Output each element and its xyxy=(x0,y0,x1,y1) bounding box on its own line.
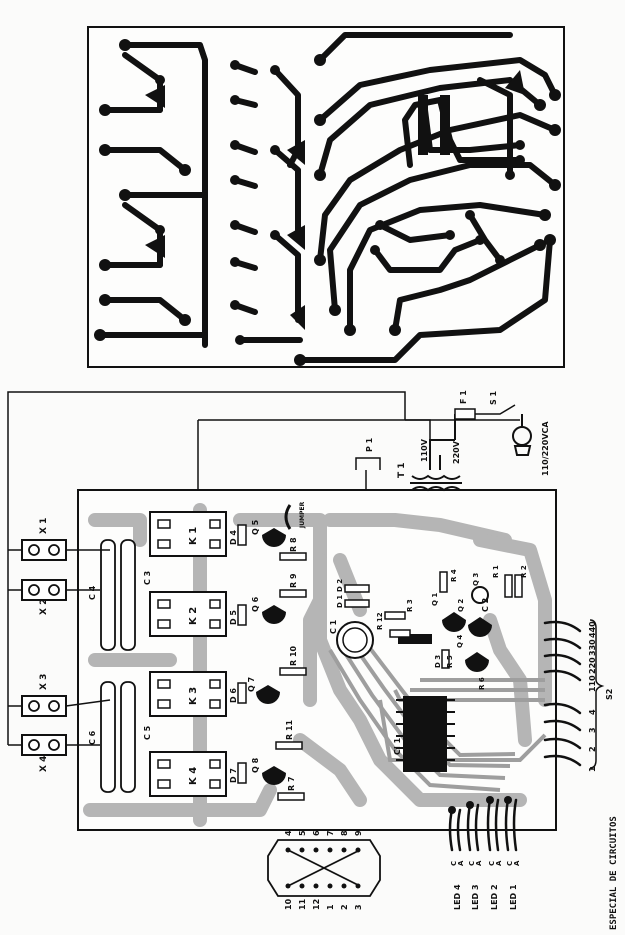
label-x2: X 2 xyxy=(39,599,49,615)
pin-12: 12 xyxy=(312,899,321,910)
input-3: 3 xyxy=(588,727,597,733)
label-r1: R 1 xyxy=(492,565,500,578)
label-f1: F 1 xyxy=(459,390,468,404)
label-d3: D 3 xyxy=(434,655,442,668)
label-r12: R 12 xyxy=(376,612,384,630)
label-q6: Q 6 xyxy=(251,596,260,612)
label-r3: R 3 xyxy=(406,599,414,612)
label-d1: D 1 xyxy=(336,595,344,608)
label-d7: D 7 xyxy=(229,768,238,783)
led3-pin-c: C xyxy=(468,861,476,866)
label-plug: 110/220VCA xyxy=(541,421,550,476)
input-group-s2: S2 xyxy=(605,689,614,700)
led1-pin-c: C xyxy=(506,861,514,866)
led4-pin-c: C xyxy=(450,861,458,866)
label-c2: C 2 xyxy=(481,598,490,612)
pin-3: 3 xyxy=(354,904,363,910)
label-led1: LED 1 xyxy=(509,884,518,910)
input-2: 2 xyxy=(588,746,597,752)
label-led3: LED 3 xyxy=(471,884,480,910)
label-ci1: CI 1 xyxy=(393,737,402,755)
label-q3: Q 3 xyxy=(472,573,480,586)
input-440: 440 xyxy=(588,621,597,638)
label-led4: LED 4 xyxy=(453,884,462,910)
input-1: 1 xyxy=(588,766,597,772)
label-d4: D 4 xyxy=(229,530,238,545)
pin-8: 8 xyxy=(340,830,349,836)
pin-2: 2 xyxy=(340,904,349,910)
label-q5: Q 5 xyxy=(251,519,260,535)
pin-4: 4 xyxy=(284,830,293,836)
label-d5: D 5 xyxy=(229,610,238,625)
label-r6: R 6 xyxy=(478,677,486,690)
led1-pin-a: A xyxy=(513,860,521,866)
led2-pin-c: C xyxy=(488,861,496,866)
label-d2: D 2 xyxy=(336,579,344,592)
label-led2: LED 2 xyxy=(490,884,499,910)
label-x4: X 4 xyxy=(39,756,49,772)
pcb-copper-layout xyxy=(87,26,565,368)
component-layout xyxy=(7,391,605,897)
pin-6: 6 xyxy=(312,830,321,836)
label-q8: Q 8 xyxy=(251,757,260,773)
pin-5: 5 xyxy=(298,830,307,836)
label-r4: R 4 xyxy=(450,569,458,582)
label-c5: C 5 xyxy=(143,725,152,740)
label-q7: Q 7 xyxy=(247,677,256,692)
label-jumper: JUMPER xyxy=(299,501,306,529)
led2-pin-a: A xyxy=(495,860,503,866)
label-x3: X 3 xyxy=(39,674,49,690)
label-p1: P 1 xyxy=(365,437,374,452)
label-q2: Q 2 xyxy=(457,599,465,612)
label-220v: 220V xyxy=(452,440,461,464)
label-k1: K 1 xyxy=(188,527,199,545)
input-220: 220 xyxy=(588,657,597,674)
label-r9: R 9 xyxy=(289,573,298,588)
label-r7: R 7 xyxy=(287,776,296,791)
label-q1: Q 1 xyxy=(431,593,439,606)
label-r8: R 8 xyxy=(289,537,298,552)
pin-7: 7 xyxy=(326,830,335,836)
label-k2: K 2 xyxy=(188,607,199,625)
input-4: 4 xyxy=(588,709,597,715)
pin-1: 1 xyxy=(326,904,335,910)
label-t1: T 1 xyxy=(397,462,407,478)
label-r10: R 10 xyxy=(289,645,298,666)
pin-11: 11 xyxy=(298,898,307,910)
label-r5: R 5 xyxy=(446,655,454,668)
label-d6: D 6 xyxy=(229,688,238,703)
label-r11: R 11 xyxy=(285,719,294,740)
label-c6: C 6 xyxy=(88,730,97,745)
label-q4: Q 4 xyxy=(456,635,464,648)
component-labels: X 1 X 2 X 3 X 4 K 1 K 2 K 3 K 4 C 3 C 4 … xyxy=(39,390,619,930)
pin-10: 10 xyxy=(284,898,293,910)
input-330: 330 xyxy=(588,639,597,656)
label-k4: K 4 xyxy=(188,767,199,785)
led3-pin-a: A xyxy=(475,860,483,866)
pin-9: 9 xyxy=(354,830,363,836)
label-c3: C 3 xyxy=(143,571,152,585)
label-c1: C 1 xyxy=(329,619,338,634)
page-corner-text: ESPECIAL DE CIRCUITOS xyxy=(609,816,619,930)
label-r2: R 2 xyxy=(520,565,528,578)
input-110: 110 xyxy=(588,675,597,692)
label-c4: C 4 xyxy=(88,585,97,600)
label-110v: 110V xyxy=(420,438,429,462)
label-x1: X 1 xyxy=(39,518,49,534)
led4-pin-a: A xyxy=(457,860,465,866)
label-s1: S 1 xyxy=(489,390,498,405)
label-k3: K 3 xyxy=(188,687,199,705)
